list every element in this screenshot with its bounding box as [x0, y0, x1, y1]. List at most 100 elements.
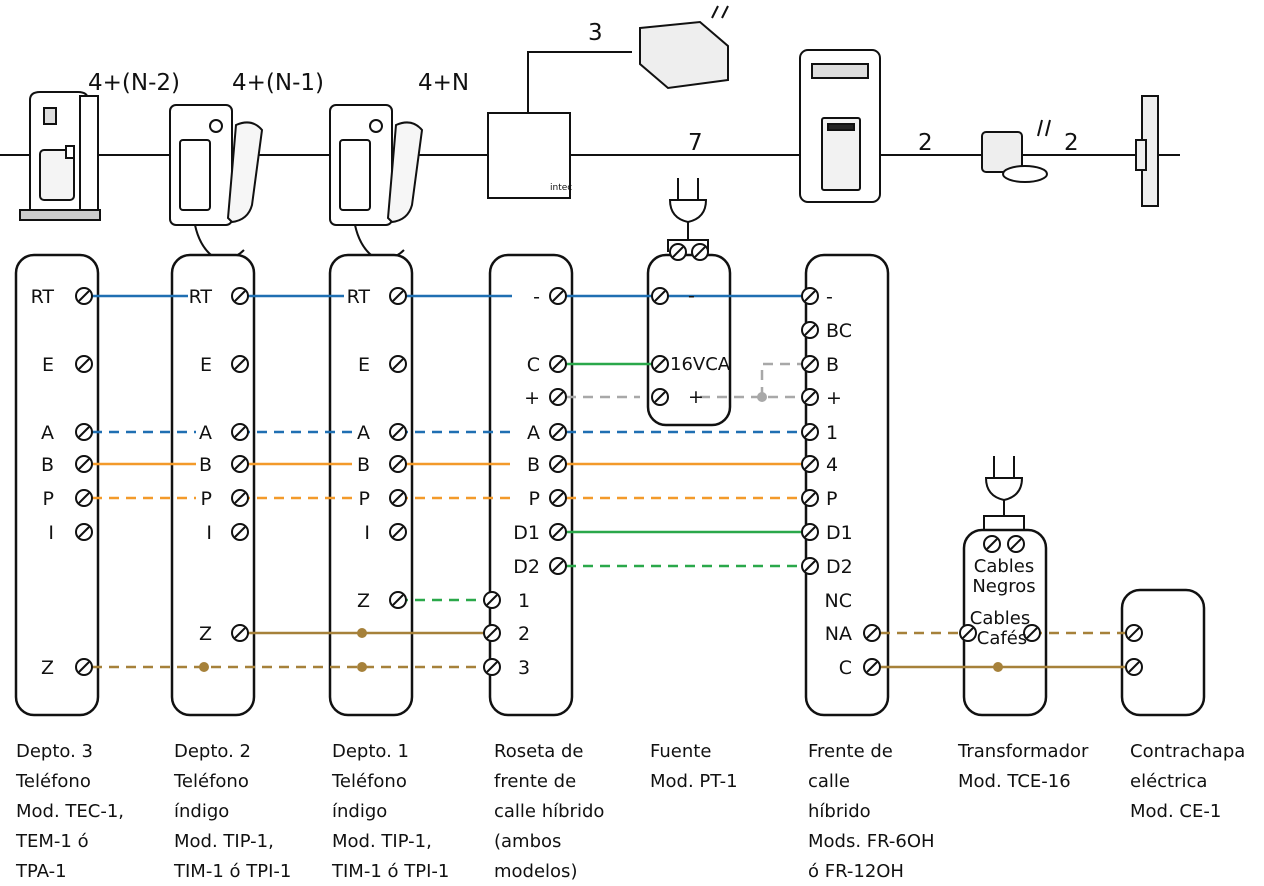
transformador-plug-icon	[983, 456, 1025, 530]
depto1-terminal-a-screw	[389, 423, 407, 441]
fuente-caption-line-1: Fuente	[650, 741, 711, 762]
depto2-caption-line-1: Depto. 2	[174, 741, 251, 762]
frente-terminal-6-screw	[801, 489, 819, 507]
frente-terminal-7-label: D1	[826, 522, 853, 544]
depto3-terminal-b-label: B	[41, 454, 54, 476]
depto2-terminal-a-screw	[231, 423, 249, 441]
depto1-terminal-i-label: I	[364, 522, 370, 544]
frente-terminal-3-screw	[801, 388, 819, 406]
depto1-terminal-p-screw	[389, 489, 407, 507]
depto3-caption-line-1: Depto. 3	[16, 741, 93, 762]
depto2-caption-line-5: TIM-1 ó TPI-1	[173, 861, 291, 882]
roseta-caption-line-2: frente de	[494, 771, 576, 792]
transformador-caption-line-1: Transformador	[957, 741, 1089, 762]
transformador-panel	[962, 528, 1048, 717]
depto1-caption-line-1: Depto. 1	[332, 741, 409, 762]
roseta-terminal-1-screw	[549, 355, 567, 373]
depto1-caption-line-5: TIM-1 ó TPI-1	[331, 861, 449, 882]
transformador-plug-screw-left	[983, 535, 1001, 553]
roseta-terminal-3-label: A	[527, 422, 540, 444]
depto1-terminal-p-label: P	[359, 488, 370, 510]
depto2-terminal-rt-screw	[231, 287, 249, 305]
depto2-terminal-a-label: A	[199, 422, 212, 444]
depto1-terminal-rt-screw	[389, 287, 407, 305]
fuente-terminal-1-label: 16VCA	[670, 354, 731, 375]
roseta-caption-line-5: modelos)	[494, 861, 577, 882]
depto3-terminal-i-screw	[75, 523, 93, 541]
tip1-count-label: 4+N	[418, 70, 469, 96]
depto3-panel	[14, 253, 100, 717]
roseta-terminal-9-label: 2	[518, 623, 530, 645]
depto1-terminal-e-label: E	[358, 354, 370, 376]
frente-caption-line-1: Frente de	[808, 741, 893, 762]
frente-terminal-6-label: P	[826, 488, 837, 510]
depto3-terminal-p-label: P	[43, 488, 54, 510]
roseta-terminal-10-label: 3	[518, 657, 530, 679]
depto3-terminal-i-label: I	[48, 522, 54, 544]
power-supply-icon	[639, 5, 729, 90]
contrachapa-caption-line-3: Mod. CE-1	[1130, 801, 1221, 822]
tec-count-label: 4+(N-2)	[88, 70, 180, 96]
roseta-terminal-5-label: P	[529, 488, 540, 510]
frente-terminal-2-screw	[801, 355, 819, 373]
tip-phone-2-icon	[169, 104, 264, 260]
frente-terminal-2-label: B	[826, 354, 839, 376]
fuente-caption-line-2: Mod. PT-1	[650, 771, 738, 792]
depto1-terminal-z-label: Z	[357, 590, 370, 612]
roseta-panel	[488, 253, 574, 717]
roseta-terminal-4-label: B	[527, 454, 540, 476]
roseta-terminal-4-screw	[549, 455, 567, 473]
contrachapa-caption-line-1: Contrachapa	[1130, 741, 1245, 762]
frente-terminal-0-screw	[801, 287, 819, 305]
depto2-terminal-i-screw	[231, 523, 249, 541]
depto2-terminal-b-label: B	[199, 454, 212, 476]
tip-phone-1-icon	[329, 104, 424, 260]
junction-dot-gray	[757, 392, 767, 402]
contrachapa-terminal-2-screw	[1125, 658, 1143, 676]
fuente-terminal-0-screw	[651, 287, 669, 305]
depto3-terminal-e-label: E	[42, 354, 54, 376]
roseta-caption-line-1: Roseta de	[494, 741, 583, 762]
depto1-caption-line-2: Teléfono	[331, 771, 407, 792]
frente-terminal-8-label: D2	[826, 556, 853, 578]
depto3-terminal-e-screw	[75, 355, 93, 373]
frente-terminal-3-label: +	[826, 387, 842, 409]
fuente-terminal-2-label: +	[688, 386, 704, 408]
roseta-terminal-0-screw	[549, 287, 567, 305]
roseta-terminal-2-label: +	[524, 387, 540, 409]
depto2-terminal-rt-label: RT	[189, 286, 213, 308]
transformador-label-cables-1: Cables	[974, 556, 1034, 577]
transformador-terminal-right-screw	[1023, 624, 1041, 642]
depto3-caption-line-4: TEM-1 ó	[15, 831, 89, 852]
transformador-label-cafes: Cafés	[977, 628, 1027, 649]
frente-terminal-c-screw	[863, 658, 881, 676]
transformador-label-cables-2: Cables	[970, 608, 1030, 629]
roseta-caption-line-3: calle híbrido	[494, 801, 604, 822]
electric-strike-icon	[1135, 95, 1159, 207]
wire-plus-gray-dashed	[566, 362, 808, 399]
psu-count-label: 3	[588, 20, 603, 46]
street-panel-icon	[799, 49, 881, 203]
roseta-terminal-10-screw	[483, 658, 501, 676]
depto2-caption-line-2: Teléfono	[173, 771, 249, 792]
fuente-terminal-0-label: -	[688, 285, 695, 307]
roseta-terminal-7-label: D2	[513, 556, 540, 578]
depto1-terminal-z-screw	[389, 591, 407, 609]
frente-terminal-nc-label: NC	[825, 590, 852, 612]
roseta-terminal-0-label: -	[533, 286, 540, 308]
depto3-terminal-a-screw	[75, 423, 93, 441]
frente-terminal-4-screw	[801, 423, 819, 441]
depto1-terminal-e-screw	[389, 355, 407, 373]
tec-phone-icon	[19, 91, 101, 221]
frente-terminal-4-label: 1	[826, 422, 838, 444]
transformador-caption-line-2: Mod. TCE-16	[958, 771, 1071, 792]
depto2-terminal-p-screw	[231, 489, 249, 507]
depto2-terminal-z-label: Z	[199, 623, 212, 645]
depto2-terminal-e-screw	[231, 355, 249, 373]
roseta-terminal-3-screw	[549, 423, 567, 441]
contrachapa-caption-line-2: eléctrica	[1130, 771, 1207, 792]
frente-terminal-0-label: -	[826, 286, 833, 308]
frente-terminal-1-label: BC	[826, 320, 852, 342]
roseta-terminal-2-screw	[549, 388, 567, 406]
depto3-caption-line-3: Mod. TEC-1,	[16, 801, 124, 822]
